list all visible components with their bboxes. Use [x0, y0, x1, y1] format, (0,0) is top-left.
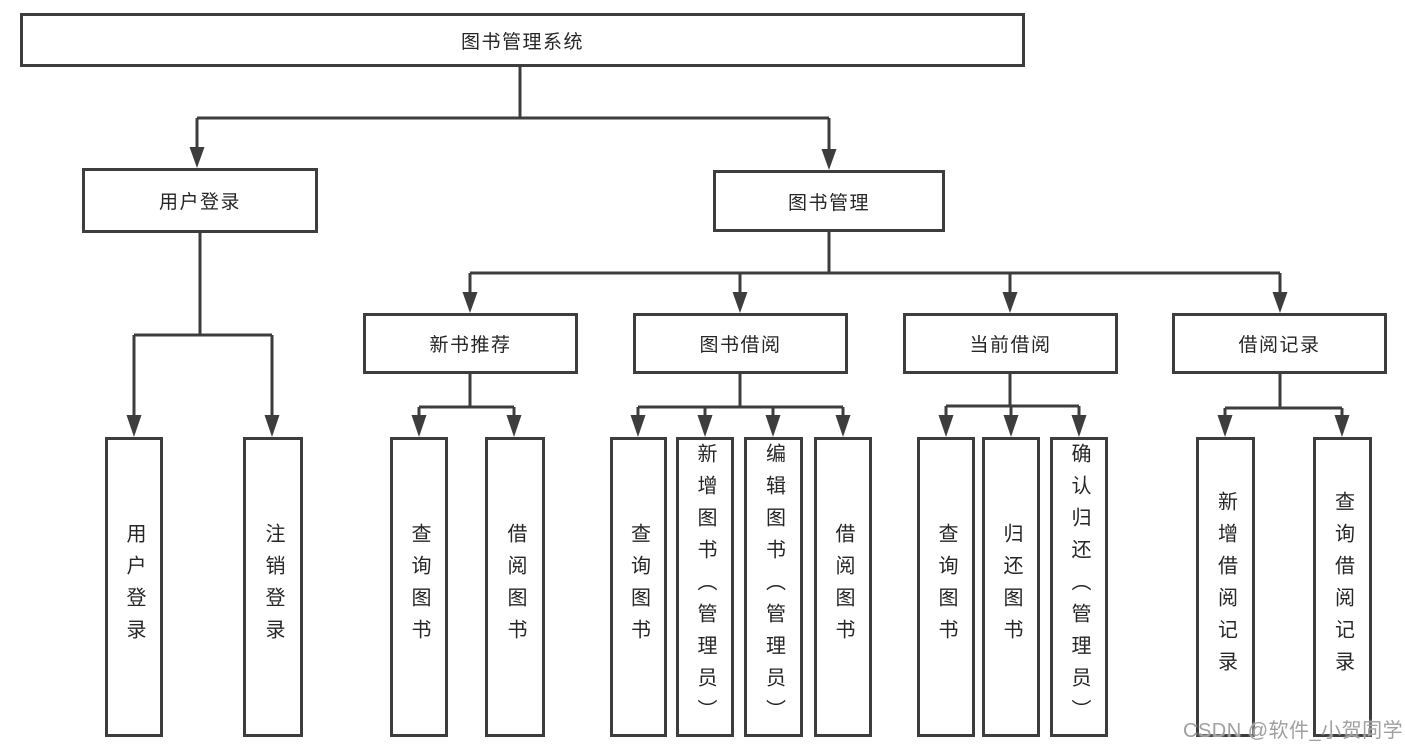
csdn-watermark: CSDN @软件_小贺同学 — [1183, 720, 1404, 742]
leaf-borrow-books-2: 借阅图书 — [814, 437, 872, 737]
leaf-query-books-3: 查询图书 — [917, 437, 975, 737]
leaf-label: 查询借阅记录 — [1331, 491, 1354, 683]
leaf-label: 注销登录 — [262, 523, 284, 651]
node-user-login: 用户登录 — [82, 168, 318, 233]
leaf-confirm-return-admin: 确认归还（管理员） — [1050, 437, 1108, 737]
leaf-label: 查询图书 — [408, 523, 430, 651]
leaf-label: 确认归还（管理员） — [1068, 443, 1090, 731]
node-borrow-records: 借阅记录 — [1172, 313, 1387, 374]
leaf-add-borrow-record: 新增借阅记录 — [1196, 437, 1255, 737]
leaf-user-login: 用户登录 — [105, 437, 163, 737]
leaf-label: 归还图书 — [1000, 523, 1022, 651]
leaf-borrow-books-1: 借阅图书 — [485, 437, 545, 737]
leaf-label: 借阅图书 — [504, 523, 526, 651]
leaf-add-books-admin: 新增图书（管理员） — [676, 437, 734, 737]
leaf-label: 查询图书 — [627, 523, 650, 651]
leaf-label: 新增借阅记录 — [1214, 491, 1237, 683]
leaf-label: 新增图书（管理员） — [694, 443, 716, 731]
leaf-label: 编辑图书（管理员） — [762, 443, 785, 731]
node-book-borrow: 图书借阅 — [633, 313, 848, 374]
root-node-library-system: 图书管理系统 — [20, 13, 1025, 67]
leaf-label: 查询图书 — [935, 523, 957, 651]
node-book-management: 图书管理 — [713, 170, 945, 232]
leaf-label: 借阅图书 — [832, 523, 854, 651]
leaf-edit-books-admin: 编辑图书（管理员） — [744, 437, 803, 737]
leaf-logout: 注销登录 — [243, 437, 303, 737]
leaf-query-borrow-record: 查询借阅记录 — [1313, 437, 1372, 737]
leaf-label: 用户登录 — [123, 523, 145, 651]
leaf-query-books-1: 查询图书 — [390, 437, 448, 737]
leaf-query-books-2: 查询图书 — [610, 437, 667, 737]
leaf-return-books: 归还图书 — [982, 437, 1040, 737]
node-current-borrow: 当前借阅 — [903, 313, 1118, 374]
node-new-book-recommend: 新书推荐 — [363, 313, 578, 374]
